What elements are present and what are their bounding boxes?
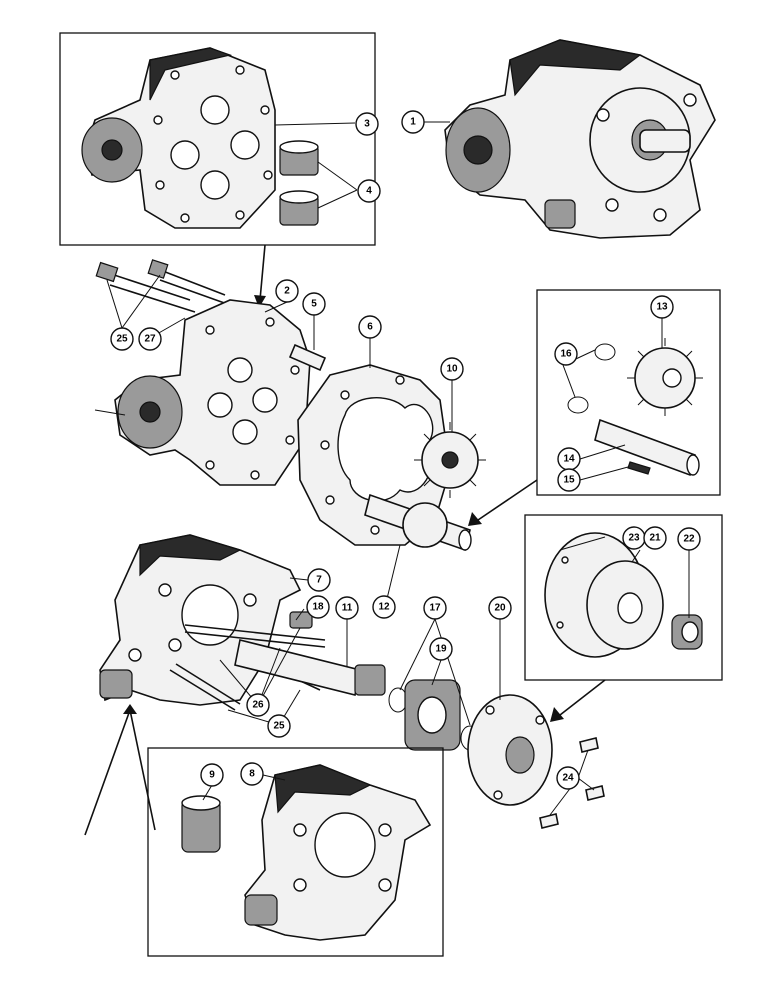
svg-text:22: 22 [683, 534, 695, 545]
flange-23-21 [544, 532, 664, 658]
ring-16-lower [567, 396, 589, 414]
shaft-14 [594, 418, 700, 477]
bolts-25-upper [95, 259, 231, 313]
svg-text:8: 8 [249, 769, 255, 780]
svg-text:14: 14 [563, 454, 575, 465]
gear-13 [627, 338, 703, 416]
svg-text:16: 16 [560, 349, 572, 360]
svg-text:3: 3 [364, 119, 370, 130]
callout-14: 14 [557, 447, 581, 471]
callout-23: 23 [622, 526, 646, 550]
leader-lines [106, 121, 690, 816]
screws-24 [539, 737, 605, 829]
callout-1: 1 [401, 110, 425, 134]
bushing-4-upper [279, 140, 319, 176]
callout-24: 24 [556, 766, 580, 790]
svg-text:15: 15 [563, 475, 575, 486]
svg-text:17: 17 [429, 603, 441, 614]
svg-text:25: 25 [116, 334, 128, 345]
callout-13: 13 [650, 295, 674, 319]
svg-text:12: 12 [378, 602, 390, 613]
svg-text:20: 20 [494, 603, 506, 614]
callout-3: 3 [355, 112, 379, 136]
callout-21: 21 [643, 526, 667, 550]
callout-19: 19 [429, 637, 453, 661]
detail-box-front-housing [59, 32, 376, 246]
svg-text:6: 6 [367, 322, 373, 333]
ring-17-left [388, 687, 408, 713]
callout-20: 20 [488, 596, 512, 620]
housing-2 [114, 299, 311, 486]
callout-26: 26 [246, 693, 270, 717]
detail-box-rear-housing [147, 747, 444, 957]
svg-text:1: 1 [410, 117, 416, 128]
svg-text:4: 4 [366, 186, 372, 197]
svg-text:10: 10 [446, 364, 458, 375]
detail-box-gear-shaft [536, 289, 721, 496]
leader-arrow-8a [84, 709, 131, 836]
arrowhead-8 [123, 704, 137, 714]
key-15 [627, 461, 651, 475]
leader-arrow-12 [477, 479, 538, 521]
svg-text:2: 2 [284, 286, 290, 297]
svg-text:23: 23 [628, 533, 640, 544]
svg-text:26: 26 [252, 700, 264, 711]
callout-5: 5 [302, 292, 326, 316]
leader-arrow-3 [259, 244, 266, 301]
svg-text:21: 21 [649, 533, 661, 544]
svg-text:19: 19 [435, 644, 447, 655]
callout-27: 27 [138, 327, 162, 351]
arrowhead-12 [468, 512, 482, 526]
svg-text:27: 27 [144, 334, 156, 345]
svg-text:9: 9 [209, 770, 215, 781]
callout-25-upper: 25 [110, 327, 134, 351]
bushing-9 [181, 795, 221, 853]
callout-17: 17 [423, 596, 447, 620]
front-housing-detail [81, 47, 276, 229]
callout-16: 16 [554, 342, 578, 366]
svg-text:24: 24 [562, 773, 574, 784]
assembled-pump [444, 39, 716, 239]
callout-25-lower: 25 [267, 714, 291, 738]
callout-7: 7 [307, 568, 331, 592]
rear-housing-8 [244, 764, 432, 941]
gear-10 [414, 422, 486, 498]
bolt-lower-left [94, 409, 126, 416]
cover-plate-20 [467, 694, 553, 806]
callout-18: 18 [306, 595, 330, 619]
arrowhead-flange [550, 707, 564, 722]
detail-box-flange [524, 514, 723, 681]
svg-text:11: 11 [342, 603, 353, 614]
callout-6: 6 [358, 315, 382, 339]
callout-12: 12 [372, 595, 396, 619]
dowel-pin-5 [288, 343, 327, 372]
bearing-19 [404, 679, 461, 751]
shaft-gear-12 [364, 493, 472, 552]
callout-11: 11 [335, 596, 359, 620]
svg-text:18: 18 [312, 602, 324, 613]
arrowhead-3 [254, 295, 266, 308]
leader-arrow-8b [129, 709, 156, 831]
svg-text:7: 7 [316, 575, 322, 586]
ring-16-upper [594, 343, 616, 361]
callout-4: 4 [357, 179, 381, 203]
callout-8: 8 [240, 762, 264, 786]
callout-15: 15 [557, 468, 581, 492]
bushing-4-lower [279, 190, 319, 226]
seal-22 [671, 614, 703, 650]
callout-9: 9 [200, 763, 224, 787]
svg-text:5: 5 [311, 299, 317, 310]
callout-22: 22 [677, 527, 701, 551]
callout-10: 10 [440, 357, 464, 381]
callout-2: 2 [275, 279, 299, 303]
gear-plate-6 [297, 364, 451, 546]
svg-text:13: 13 [656, 302, 668, 313]
leader-arrow-flange [559, 679, 606, 716]
svg-text:25: 25 [273, 721, 285, 732]
drive-shaft-11 [234, 639, 386, 696]
